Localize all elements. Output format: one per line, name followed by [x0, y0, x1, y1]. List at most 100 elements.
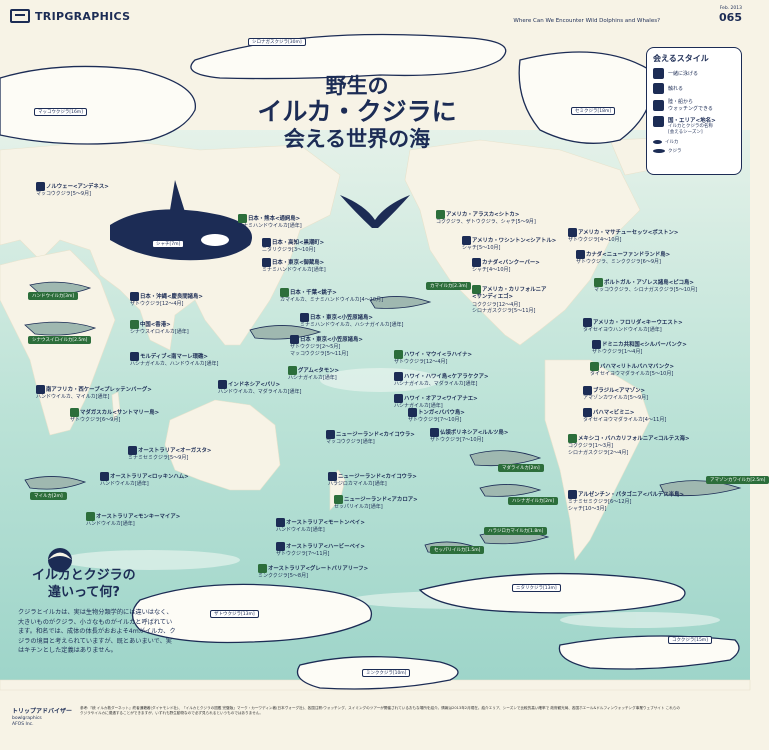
- location-label: ニュージーランド<アカロア>セッパリイルカ[通年]: [334, 495, 418, 511]
- location-species: セッパリイルカ[通年]: [334, 504, 383, 511]
- infographic: TRIPGRAPHICS Where Can We Encounter Wild…: [0, 6, 769, 750]
- encounter-style-icon: [280, 288, 289, 297]
- location-label: ブラジル<アマゾン>アマゾンカワイルカ[5〜9月]: [583, 386, 648, 402]
- whale-size-label: ミンククジラ[10m]: [362, 669, 411, 677]
- whale-size-label: ザトウクジラ[13m]: [210, 610, 259, 618]
- encounter-style-icon: [394, 350, 403, 359]
- issue-info: Feb. 2013 065: [714, 6, 742, 24]
- location-species: ザトウクジラ[4〜10月]: [568, 237, 622, 244]
- legend-style-touch: 触れる: [653, 83, 735, 94]
- location-name: オーストラリア<ハービーベイ>: [286, 544, 365, 550]
- location-species: タイセイヨウマダライルカ[4〜11月]: [583, 417, 667, 424]
- location-species: アマゾンカワイルカ[5〜9月]: [583, 395, 649, 402]
- location-label: 仏領ポリネシア<ルルツ島>ザトウクジラ[7〜10月]: [430, 428, 508, 444]
- encounter-style-icon: [36, 182, 45, 191]
- location-label: アメリカ・マサチューセッツ<ボストン>ザトウクジラ[4〜10月]: [568, 228, 678, 244]
- gray-whale-shape: [558, 635, 740, 670]
- south-america: [544, 359, 651, 561]
- encounter-style-icon: [472, 285, 481, 294]
- location-species: ハシナガイルカ、マダライルカ[通年]: [394, 381, 478, 388]
- encounter-style-icon: [300, 313, 309, 322]
- legend-style-label: 触れる: [668, 86, 684, 92]
- encounter-style-icon: [462, 236, 471, 245]
- location-name: 日本・東京<御蔵島>: [272, 260, 325, 266]
- watch-icon: [653, 99, 664, 111]
- encounter-style-icon: [583, 318, 592, 327]
- encounter-style-icon: [288, 366, 297, 375]
- location-label: ハワイ・ハワイ島<ケアラケクア>ハシナガイルカ、マダライルカ[通年]: [394, 372, 489, 388]
- encounter-style-icon: [594, 278, 603, 287]
- location-label: 日本・高知<黒潮町>ニタリクジラ[3〜10月]: [262, 238, 324, 254]
- swim-icon: [653, 68, 664, 79]
- location-label: モルディブ<南マーレ環礁>ハシナガイルカ、ハンドウイルカ[通年]: [130, 352, 219, 368]
- location-name: アメリカ・ワシントン<シアトル>: [472, 238, 557, 244]
- touch-icon: [653, 83, 664, 94]
- encounter-style-icon: [472, 258, 481, 267]
- location-label: 中国<香港>シナウスイロイルカ[通年]: [130, 320, 189, 336]
- location-name: ポルトガル・アゾレス諸島<ピコ島>: [604, 280, 694, 286]
- whale-size-label: ニタリクジラ[13m]: [512, 584, 561, 592]
- location-species: ザトウクジラ[12〜4月]: [394, 359, 448, 366]
- location-species: ザトウクジラ[6〜9月]: [70, 417, 121, 424]
- location-name: ニュージーランド<カイコウラ>: [338, 474, 417, 480]
- location-name: カナダ<バンクーバー>: [482, 260, 540, 266]
- location-label: オーストラリア<オーガスタ>ミナミセミクジラ[5〜9月]: [128, 446, 211, 462]
- location-species: ザトウクジラ[7〜10月]: [408, 417, 462, 424]
- location-label: グアム<タモン>ハシナガイルカ[通年]: [288, 366, 339, 382]
- footer-logo: トリップアドバイザー: [12, 708, 73, 715]
- encounter-style-icon: [430, 428, 439, 437]
- location-species: ハシナガイルカ[通年]: [288, 375, 337, 382]
- difference-title: イルカとクジラの 違いって何?: [32, 568, 136, 602]
- location-label: アメリカ・ワシントン<シアトル>シャチ[5〜10月]: [462, 236, 556, 252]
- encounter-style-icon: [262, 238, 271, 247]
- encounter-style-icon: [583, 408, 592, 417]
- location-species: ミナミセミクジラ[6〜12月] シャチ[10〜3月]: [568, 499, 632, 513]
- whale-size-label: ハンドウイルカ[3m]: [28, 292, 79, 300]
- whale-size-label: シロナガスクジラ[30m]: [248, 38, 306, 46]
- location-name: ハワイ・マウイ<ラハイナ>: [404, 352, 473, 358]
- location-name: メキシコ・バハカリフォルニア<コルテス海>: [578, 436, 690, 442]
- location-species: ニタリクジラ[3〜10月]: [262, 247, 316, 254]
- location-label: ドミニカ共和国<シルバーバンク>ザトウクジラ[1〜4月]: [592, 340, 687, 356]
- encounter-style-icon: [583, 386, 592, 395]
- encounter-style-icon: [436, 210, 445, 219]
- whale-size-label: ハラジロカマイルカ[1.8m]: [484, 527, 548, 535]
- issue-date: Feb. 2013: [719, 6, 742, 11]
- location-name: ノルウェー<アンデネス>: [46, 184, 109, 190]
- legend-key: 国・エリア<地名> イルカとクジラの名称 [会えるシーズン]: [653, 116, 735, 136]
- location-species: ザトウクジラ[7〜11月]: [276, 551, 330, 558]
- title-whale-tail: [340, 195, 410, 228]
- encounter-style-icon: [36, 385, 45, 394]
- location-name: ニュージーランド<アカロア>: [344, 497, 418, 503]
- encounter-style-icon: [394, 372, 403, 381]
- difference-title-line1: イルカとクジラの: [32, 568, 136, 583]
- location-name: 仏領ポリネシア<ルルツ島>: [440, 430, 509, 436]
- legend-species-label: クジラ: [668, 148, 682, 154]
- location-name: ハワイ・ハワイ島<ケアラケクア>: [404, 374, 489, 380]
- location-species: ハンドウイルカ、マイルカ[通年]: [36, 394, 110, 401]
- ocean-texture: [60, 368, 720, 628]
- location-name: トンガ<ババウ島>: [418, 410, 465, 416]
- sperm-whale-shape: [0, 65, 196, 145]
- difference-title-line2: 違いって何?: [48, 584, 120, 600]
- location-species: ミンククジラ[5〜8月]: [258, 573, 309, 580]
- location-name: ドミニカ共和国<シルバーバンク>: [602, 342, 687, 348]
- location-species: シナウスイロイルカ[通年]: [130, 329, 189, 336]
- legend-key-line3: [会えるシーズン]: [668, 129, 703, 135]
- location-label: オーストラリア<ロッキンハム>ハンドウイルカ[通年]: [100, 472, 189, 488]
- location-species: ザトウクジラ[7〜10月]: [430, 437, 484, 444]
- location-name: アメリカ・フロリダ<キーウエスト>: [593, 320, 683, 326]
- legend-species-dolphin: イルカ: [653, 139, 735, 145]
- location-label: アルゼンチン・パタゴニア<バルデス半島>ミナミセミクジラ[6〜12月] シャチ[…: [568, 490, 684, 513]
- location-name: オーストラリア<オーガスタ>: [138, 448, 212, 454]
- location-name: オーストラリア<モートンベイ>: [286, 520, 365, 526]
- location-label: オーストラリア<モンキーマイア>ハンドウイルカ[通年]: [86, 512, 180, 528]
- legend-key-line2: イルカとクジラの名称: [668, 124, 713, 129]
- whale-size-label: セッパリイルカ[1.5m]: [430, 546, 485, 554]
- footer-references: 参考:『続 イルカ救ダーネット』終者通籍著(ダイヤモンド社)、『イルカとクジラの…: [80, 706, 680, 716]
- bottom-band: [0, 690, 750, 750]
- location-label: カナダ<ニューファンドランド島>ザトウクジラ、ミンククジラ[6〜9月]: [576, 250, 670, 266]
- location-label: 日本・千葉<銚子>カマイルカ、ミナミハンドウイルカ[4〜10月]: [280, 288, 383, 304]
- location-label: メキシコ・バハカリフォルニア<コルテス海>コククジラ[1〜3月] シロナガスクジ…: [568, 434, 689, 457]
- tripgraphics-logo-icon: [10, 9, 30, 23]
